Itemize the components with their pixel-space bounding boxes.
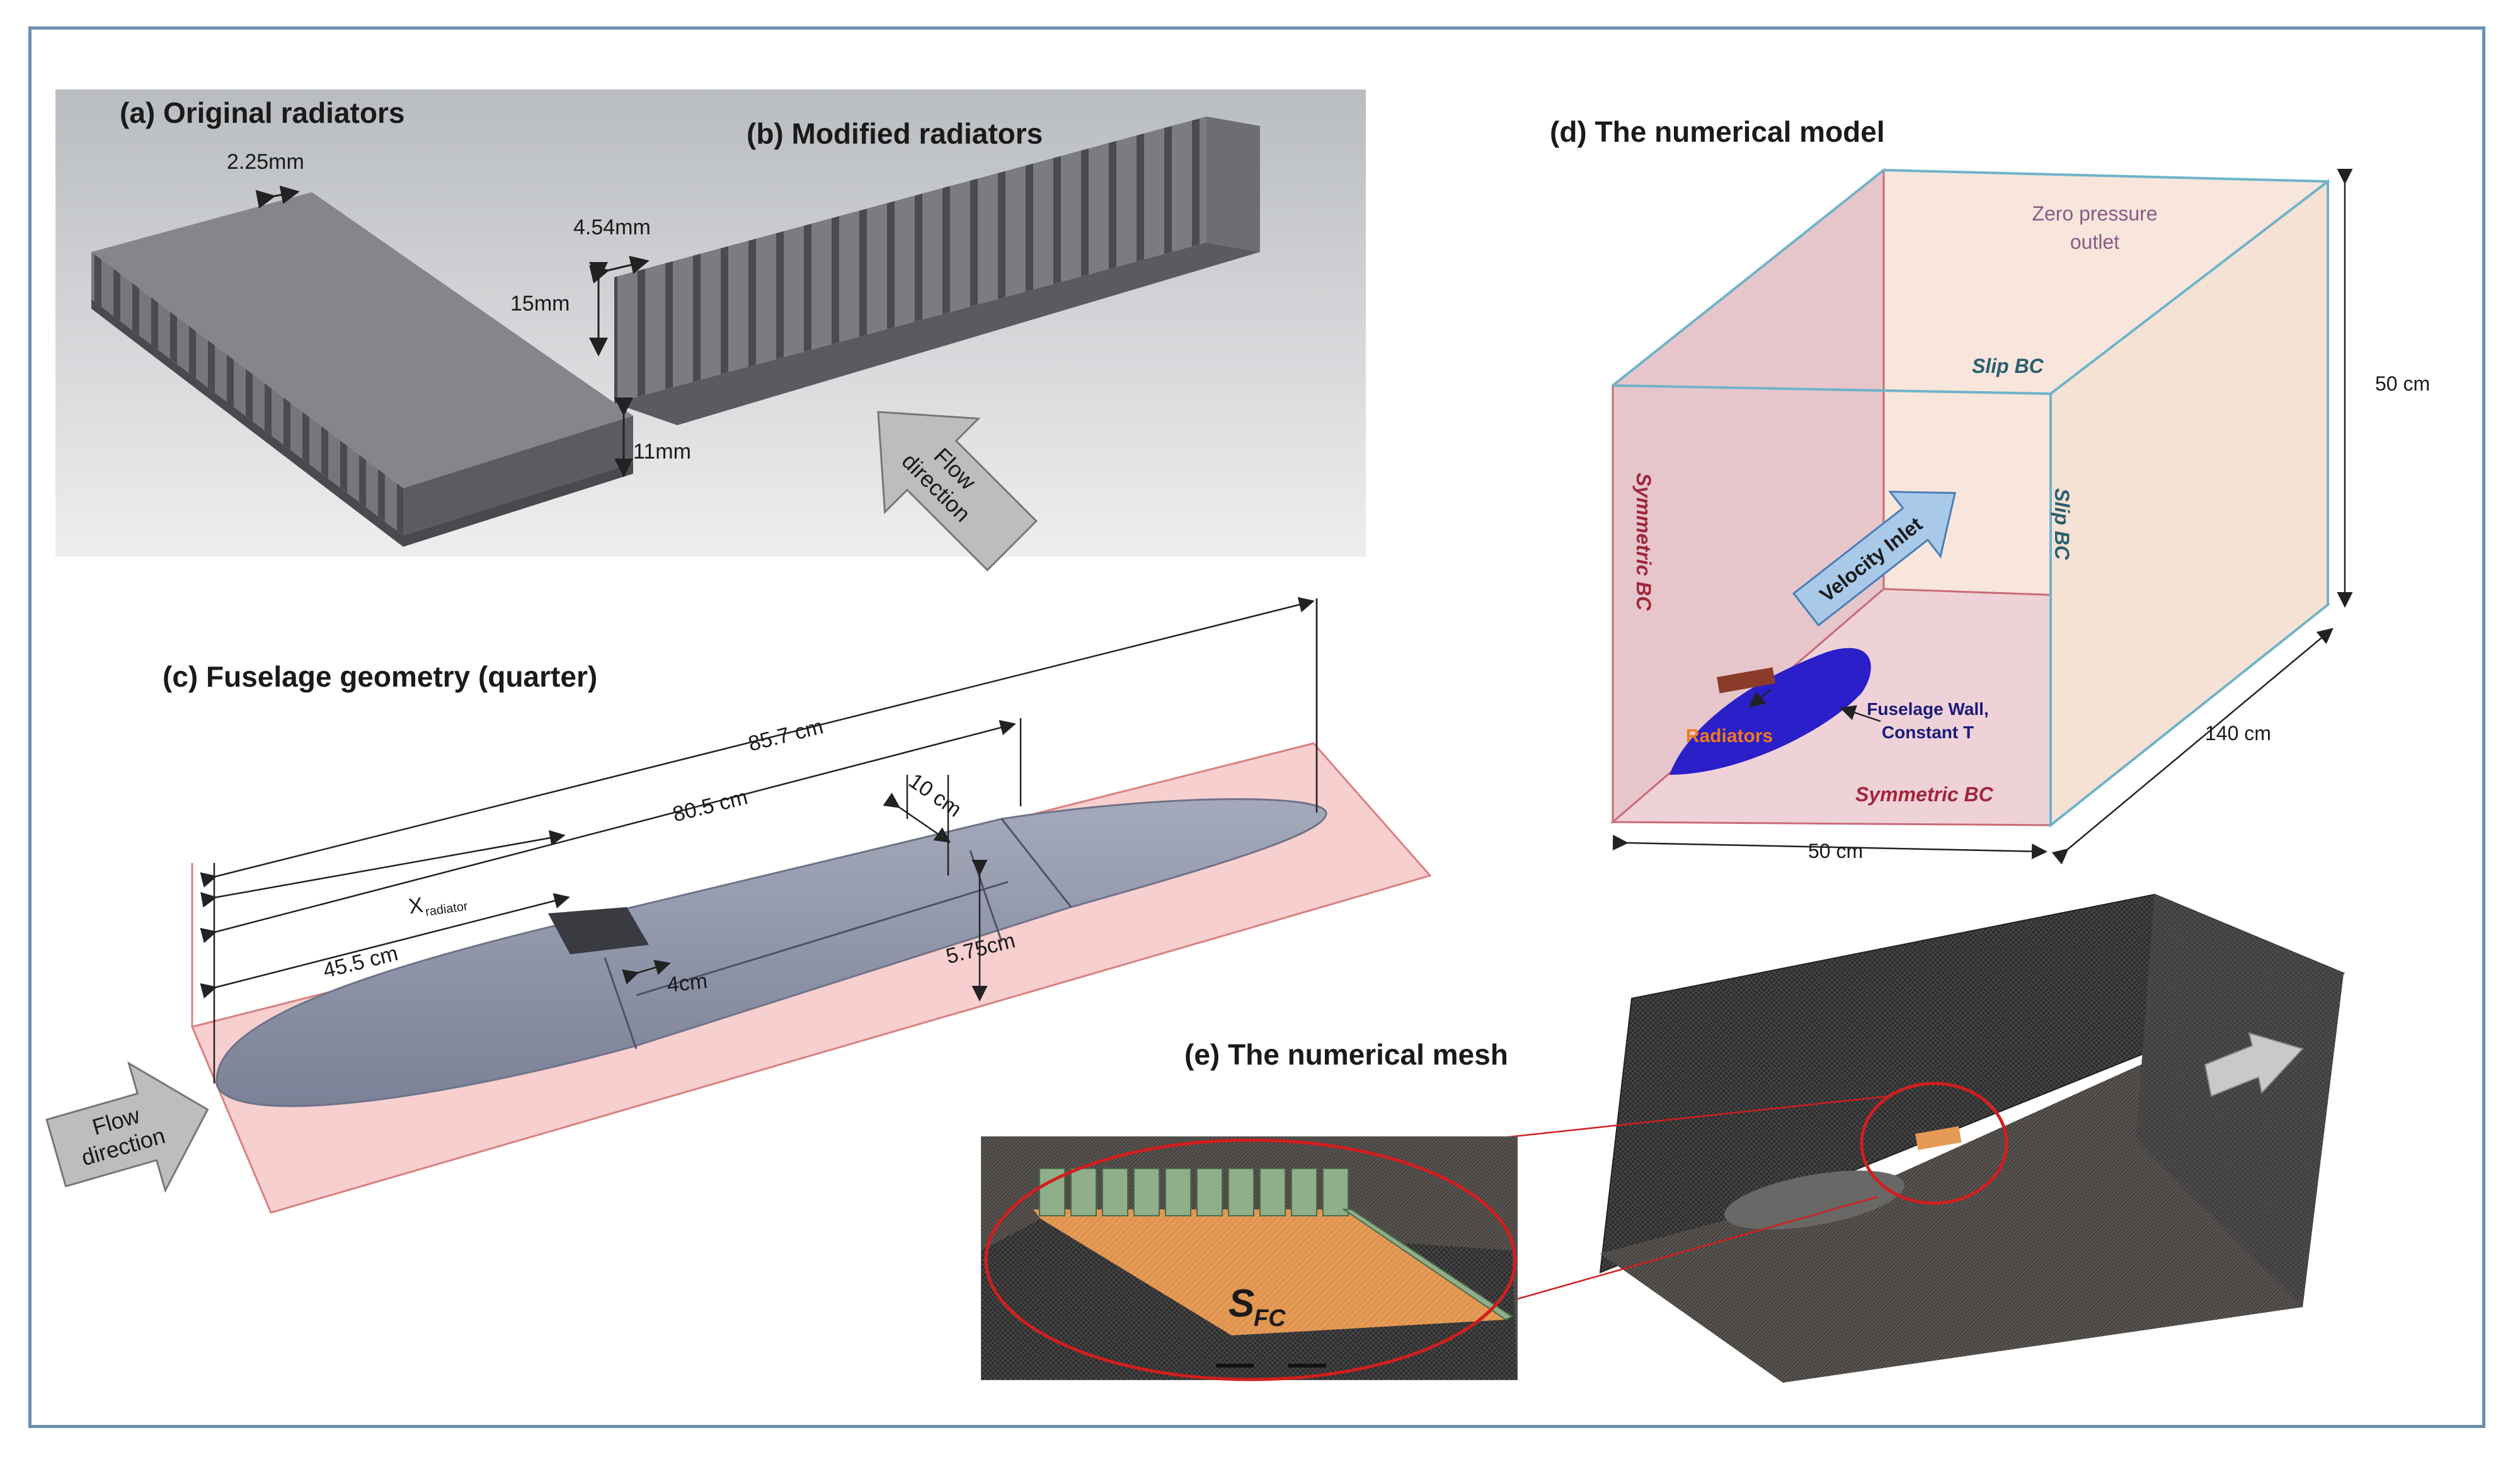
dim-length-label: 140 cm [2205, 722, 2271, 745]
wall-label-1: Fuselage Wall, [1867, 699, 1988, 719]
panel-d: Velocity Inlet (d) The numerical model Z… [1550, 115, 2430, 865]
dim-4-label: 4cm [666, 969, 709, 997]
model-radiator [1717, 667, 1776, 694]
panel-a-title: (a) Original radiators [120, 96, 404, 129]
sym-bottom-label: Symmetric BC [1855, 783, 1994, 806]
dim-radiator-label: X [407, 893, 425, 919]
panel-b-title: (b) Modified radiators [747, 117, 1043, 150]
outlet-label-2: outlet [2070, 231, 2119, 253]
slip-top-label: Slip BC [1972, 355, 2044, 377]
dim-mid-label: 80.5 cm [670, 785, 750, 826]
radiator-base-plate [1033, 1209, 1506, 1335]
model-fuselage [1670, 648, 1871, 775]
panel-d-title: (d) The numerical model [1550, 115, 1885, 148]
panel-c-flow-arrow: Flow direction [45, 1061, 209, 1193]
panel-a-base-height-label: 11mm [633, 440, 691, 464]
dim-radiator-sub: radiator [425, 900, 469, 919]
wall-label-2: Constant T [1882, 723, 1974, 742]
panel-c-title: (c) Fuselage geometry (quarter) [163, 660, 597, 693]
panel-b-fin-spacing-label: 4.54mm [573, 215, 651, 239]
domain-dimension-arrows [1612, 169, 2353, 865]
panel-e: (e) The numerical mesh [981, 893, 2345, 1383]
panel-c: (c) Fuselage geometry (quarter) 85.7 cm … [45, 597, 1432, 1214]
mesh-zoom-inset: S FC [981, 1136, 1518, 1380]
dim-10-label: 10 cm [904, 768, 966, 821]
sfc-label: S [1228, 1282, 1254, 1325]
mesh-radiator-fins [1039, 1168, 1349, 1216]
original-radiator [91, 192, 633, 547]
zoom-circle [1860, 1082, 2008, 1205]
radiator-dimension-arrows [255, 185, 650, 477]
sfc-subscript: FC [1254, 1305, 1286, 1332]
slip-right-label: Slip BC [2051, 488, 2073, 561]
fuselage-dimensions [200, 597, 1318, 1083]
panel-a-fin-spacing-label: 2.25mm [227, 150, 304, 174]
mesh-flow-arrow [2204, 1032, 2304, 1097]
modified-radiator [614, 117, 1260, 425]
dim-total-label: 85.7 cm [746, 714, 826, 756]
dim-width-label: 50 cm [1808, 840, 1863, 862]
panel-e-title: (e) The numerical mesh [1184, 1038, 1508, 1071]
panel-b-fin-height-label: 15mm [510, 292, 570, 316]
dim-height-label: 50 cm [2375, 372, 2430, 395]
zoom-inset-circle [984, 1138, 1517, 1381]
radiators-label: Radiators [1686, 726, 1773, 746]
mesh-domain-block [1599, 893, 2345, 1383]
sym-left-label: Symmetric BC [1632, 473, 1655, 612]
outlet-label-1: Zero pressure [2032, 202, 2157, 225]
panel-ab: (a) Original radiators 2.25mm 11mm (b) M… [55, 89, 1366, 572]
mesh-radiator-patch [1915, 1126, 1962, 1150]
